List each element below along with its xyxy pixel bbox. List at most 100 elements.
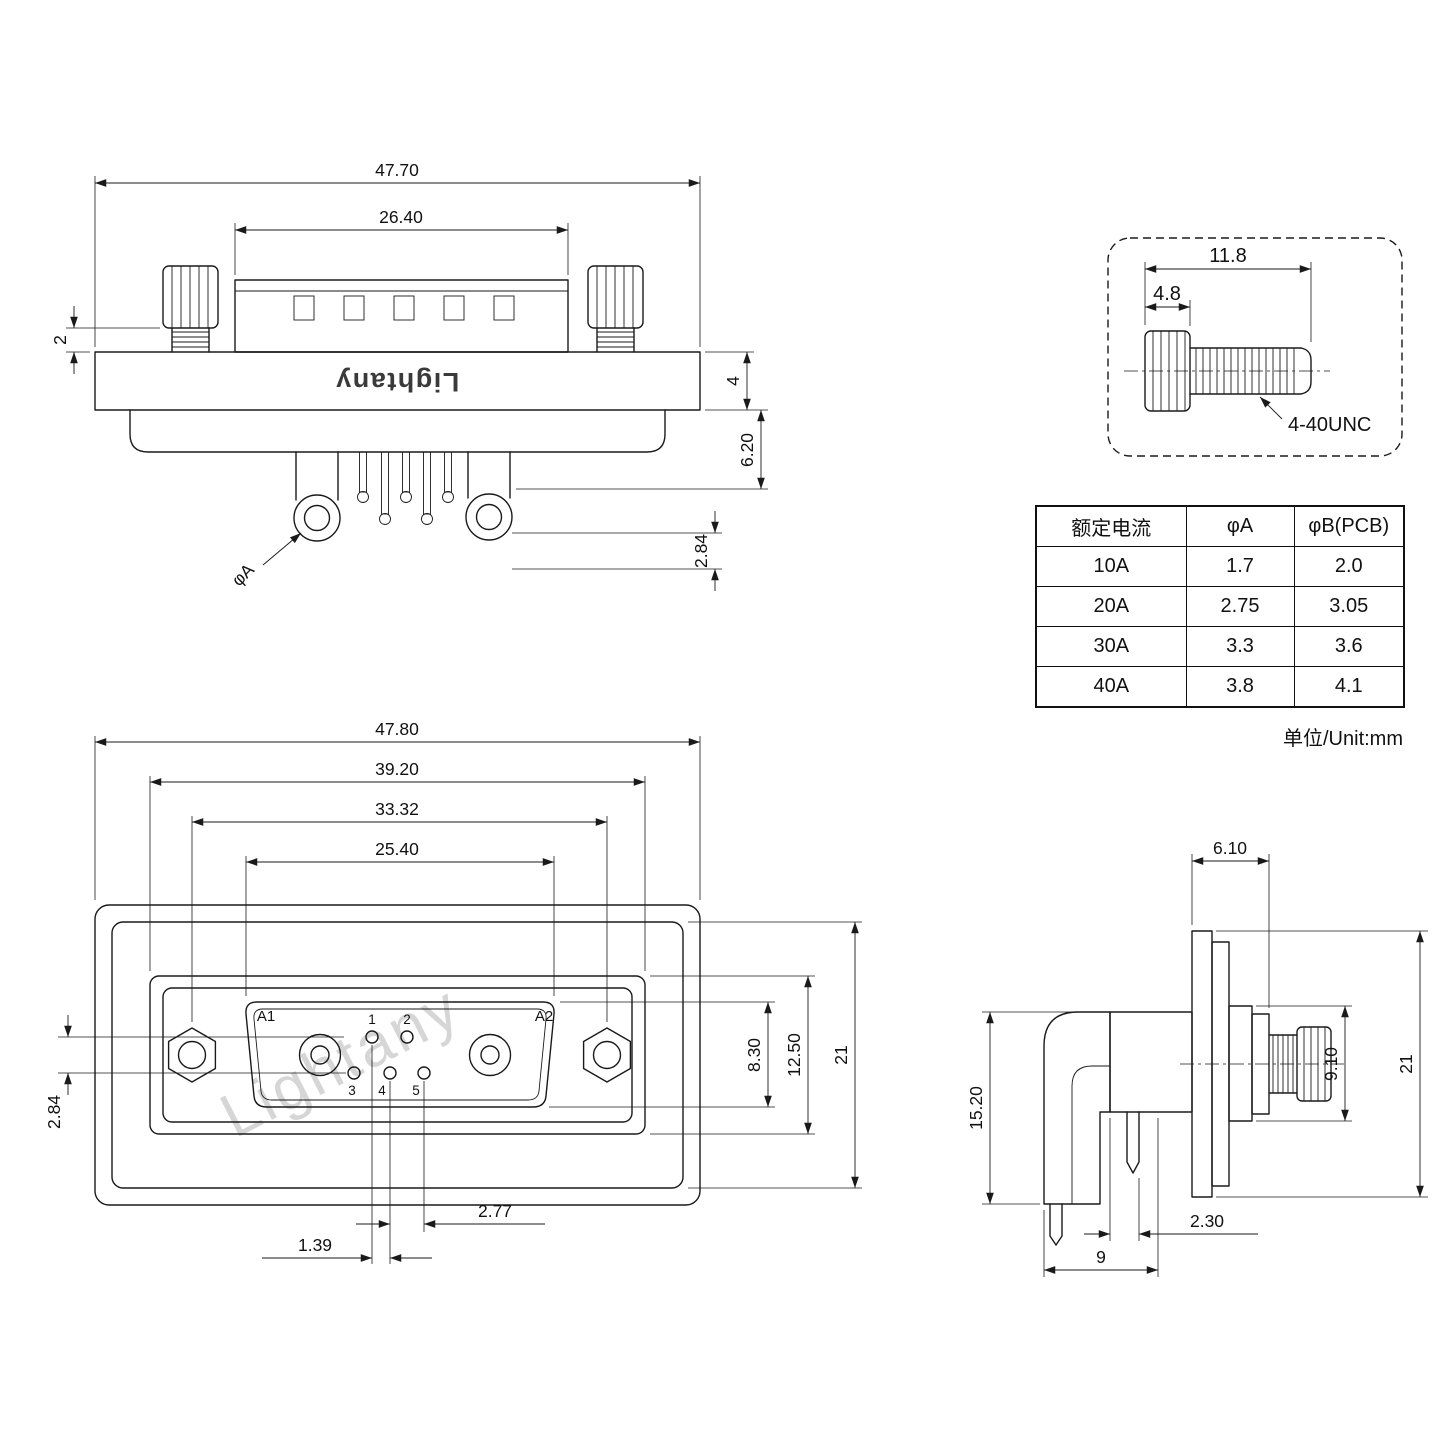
pin-label-4: 4 — [378, 1083, 386, 1098]
body-side — [1109, 1011, 1193, 1113]
table-header-current: 额定电流 — [1035, 505, 1187, 547]
d-opening-inner — [253, 1008, 547, 1101]
screwlock-washer — [1251, 1013, 1270, 1115]
pin-label-2: 2 — [403, 1012, 411, 1027]
dim-label: 21 — [1396, 1054, 1416, 1073]
dim-label: 21 — [831, 1045, 851, 1064]
dim-label: 9 — [1096, 1247, 1106, 1267]
dim-label: 2.84 — [691, 534, 711, 568]
dim-label: 8.30 — [744, 1038, 764, 1072]
table-cell: 3.8 — [1185, 666, 1295, 708]
dim-pin-tail-length: 2.84 — [512, 511, 722, 591]
dim-label: 39.20 — [375, 759, 419, 779]
dim-pin-half-offset: 1.39 — [262, 1045, 432, 1264]
side-view: 6.10 15.20 9.10 21 2.30 — [966, 838, 1428, 1277]
shell-outline — [149, 975, 646, 1135]
screw-shaft — [1189, 347, 1312, 395]
right-angle-bracket — [1043, 1011, 1111, 1205]
dim-flange-thickness: 4 — [705, 351, 768, 411]
mating-shell-side — [1228, 1005, 1253, 1122]
dim-label: 1.39 — [298, 1235, 332, 1255]
table-cell: 3.3 — [1185, 626, 1295, 667]
dim-label: 9.10 — [1321, 1047, 1341, 1081]
hex-nut-left — [167, 1027, 217, 1083]
screwlock-head — [1296, 1026, 1332, 1102]
dim-shell-depth: 6.20 — [516, 410, 768, 490]
dim-label: 2.77 — [478, 1201, 512, 1221]
dim-flange-height: 21 — [688, 921, 862, 1189]
dim-label: 2 — [50, 335, 70, 345]
power-contact-a1 — [298, 1033, 342, 1077]
dim-top-body-width: 26.40 — [234, 207, 569, 275]
shell-outline-top — [129, 409, 666, 453]
table-cell: 1.7 — [1185, 546, 1295, 587]
table-cell: 10A — [1035, 546, 1187, 587]
dim-label: 6.20 — [737, 433, 757, 467]
d-opening-outer — [245, 1001, 555, 1108]
brand-logo: Lightany — [335, 367, 460, 397]
mounting-flange-top: Lightany — [94, 351, 701, 411]
bent-pin-inner-line — [1071, 1065, 1110, 1204]
screw-detail-view: 11.8 4.8 4-40UNC — [1107, 237, 1403, 457]
dim-label: 12.50 — [784, 1033, 804, 1077]
thread-spec-callout: 4-40UNC — [1259, 396, 1371, 436]
dim-label: 47.80 — [375, 719, 419, 739]
insulator-outline — [162, 987, 633, 1123]
table-cell: 30A — [1035, 626, 1187, 667]
dim-mount-hole-spacing: 33.32 — [191, 799, 608, 1022]
dim-label: 11.8 — [1209, 245, 1246, 267]
jackscrew-left — [162, 265, 219, 353]
thread-spec-label: 4-40UNC — [1288, 414, 1371, 436]
dim-opening-width: 25.40 — [245, 839, 555, 996]
table-header-dia-a: φA — [1185, 505, 1295, 547]
power-contact-a2-top — [465, 451, 513, 541]
dim-shell-height-side: 9.10 — [1256, 1005, 1352, 1122]
dim-label: 25.40 — [375, 839, 419, 859]
power-contact-a1-top — [293, 451, 341, 542]
table-header-dia-b: φB(PCB) — [1293, 505, 1405, 547]
signal-pins-front: 1 2 3 4 5 — [347, 1012, 431, 1098]
front-view: Lightany A1 A2 — [44, 719, 862, 1264]
dim-front-overall-width: 47.80 — [94, 719, 701, 900]
hex-nut-right — [582, 1027, 632, 1083]
dim-opening-height: 8.30 — [549, 1001, 775, 1108]
pcb-pin-side — [1049, 1203, 1063, 1246]
pin-label-1: 1 — [368, 1012, 376, 1027]
dim-label: 4 — [723, 376, 743, 386]
dim-tail-length-side: 9 — [1043, 1118, 1159, 1277]
spec-table: 额定电流 φA φB(PCB) 10A 1.7 2.0 20A 2.75 3.0… — [1035, 505, 1405, 708]
unit-note: 单位/Unit:mm — [1283, 728, 1403, 750]
table-cell: 40A — [1035, 666, 1187, 708]
dim-screw-total-length: 11.8 — [1144, 245, 1312, 342]
pin-label-5: 5 — [412, 1083, 420, 1098]
top-view: 47.70 26.40 — [50, 160, 768, 591]
board-lock-foot — [1126, 1111, 1140, 1174]
screwlock-thread — [1268, 1034, 1298, 1094]
table-row: 30A 3.3 3.6 — [1035, 626, 1405, 667]
contact-label-a2: A2 — [535, 1008, 553, 1025]
dim-label: 4.8 — [1153, 283, 1181, 305]
dim-body-height-side: 15.20 — [966, 1011, 1105, 1205]
dim-label: 15.20 — [966, 1086, 986, 1130]
callout-pin-diameter: φA — [228, 532, 302, 590]
table-cell: 20A — [1035, 586, 1187, 627]
table-row: 40A 3.8 4.1 — [1035, 666, 1405, 708]
dim-top-overall-width: 47.70 — [94, 160, 701, 347]
table-row: 20A 2.75 3.05 — [1035, 586, 1405, 627]
table-cell: 3.6 — [1293, 626, 1405, 667]
detail-boundary — [1107, 237, 1403, 457]
table-cell: 2.0 — [1293, 546, 1405, 587]
signal-pins-top — [357, 451, 454, 525]
dim-label: 33.32 — [375, 799, 419, 819]
dim-shell-height: 12.50 — [650, 975, 815, 1135]
dim-label: 2.30 — [1190, 1211, 1224, 1231]
jackscrew-right — [587, 265, 644, 353]
flange-outline — [111, 921, 684, 1189]
table-cell: 2.75 — [1185, 586, 1295, 627]
dim-pin-pitch: 2.77 — [356, 1081, 545, 1264]
pin-label-3: 3 — [348, 1083, 356, 1098]
dim-label: 6.10 — [1213, 838, 1247, 858]
dim-pin-offset-side: 2.30 — [1084, 1118, 1258, 1241]
